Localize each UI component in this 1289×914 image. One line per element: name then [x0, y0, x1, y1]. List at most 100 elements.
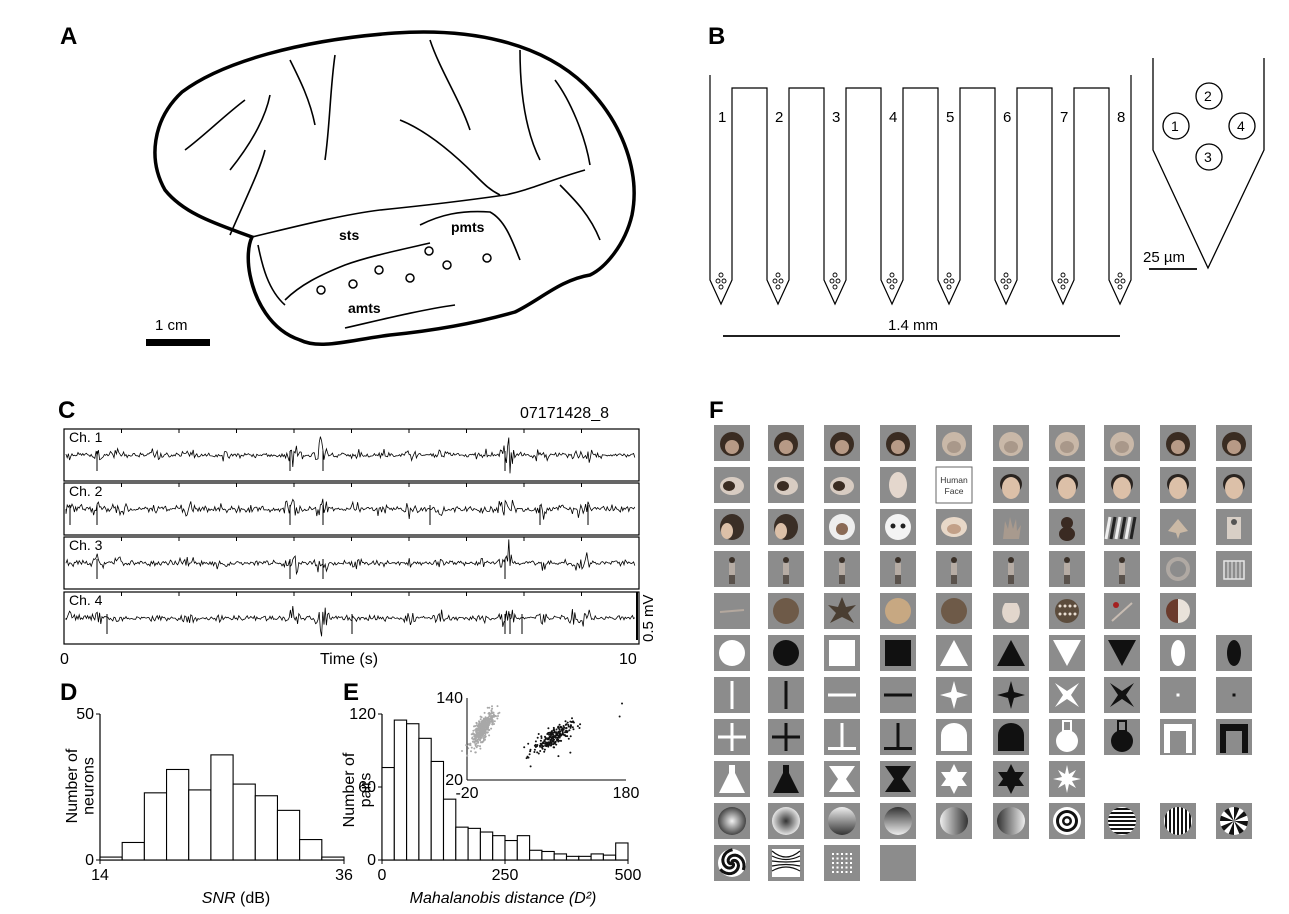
stimulus-grating-horiz: [1104, 803, 1140, 839]
panel-b: B 1 2 3 4 5 6 7 8 1.4 mm 1 2 4 3 25 µm: [708, 23, 1265, 337]
stimulus-monkey-face: [880, 425, 916, 461]
histogram-bar: [492, 835, 506, 861]
scatter-point: [497, 715, 499, 717]
stimulus-triangle-white: [936, 635, 972, 671]
hyper-bg: [772, 849, 800, 877]
d-ylabel: Number ofneurons: [64, 748, 98, 823]
shank-label: 7: [1060, 109, 1068, 126]
scatter-point: [571, 717, 573, 720]
face: [775, 523, 787, 539]
scatter-point: [479, 729, 482, 732]
shape: [1227, 640, 1241, 666]
scatter-point: [579, 723, 582, 726]
recording-id: 07171428_8: [520, 405, 609, 422]
histogram-bar: [381, 766, 395, 861]
shape: [772, 735, 800, 739]
stimulus-spiral: [714, 845, 750, 881]
face-detail: [779, 440, 793, 454]
scatter-point: [536, 736, 539, 739]
face: [1169, 477, 1187, 499]
scatter-point: [566, 721, 569, 724]
grid-dot: [850, 866, 852, 869]
scatter-point: [467, 743, 470, 746]
stimulus-circle-white: [714, 635, 750, 671]
scatter-point: [481, 724, 484, 726]
stimulus-star8-white: [1049, 761, 1085, 797]
grating-stripe: [1185, 807, 1187, 835]
shape: [1053, 765, 1081, 793]
torso: [1064, 563, 1070, 575]
scatter-point: [488, 711, 491, 714]
fruit-shape: [941, 598, 967, 624]
pinwheel-blade: [1234, 821, 1244, 834]
scatter-point: [480, 727, 483, 730]
scatter-point: [561, 730, 564, 733]
bear-body: [1059, 527, 1075, 541]
grating-stripe: [1173, 807, 1175, 835]
scatter-point: [475, 730, 478, 733]
cage-shape: [1223, 560, 1245, 580]
time-axis-max: 10: [619, 651, 637, 668]
tetrode-site: [1063, 278, 1069, 284]
tetrode-site: [718, 272, 724, 278]
scatter-point: [558, 732, 561, 735]
tetrode-label: 2: [1204, 88, 1212, 104]
stimulus-human-body: [1049, 551, 1085, 587]
scatter-point: [550, 730, 553, 733]
scatter-point: [548, 736, 551, 739]
panel-c-letter: C: [58, 397, 75, 424]
stimulus-human-face: [1160, 467, 1196, 503]
stimulus-human-body: [993, 551, 1029, 587]
histogram-bar: [418, 737, 432, 861]
grating: [1108, 808, 1136, 834]
grating-stripe: [1108, 824, 1136, 826]
stimulus-grad-radial-inv: [768, 803, 804, 839]
tetrode-label: 3: [1204, 149, 1212, 165]
scatter-point: [525, 757, 528, 760]
channel-label: Ch. 2: [69, 483, 103, 499]
head: [895, 557, 901, 563]
shape: [719, 640, 745, 666]
shape: [885, 766, 911, 792]
grid-dot: [841, 866, 843, 869]
time-axis-label: Time (s): [320, 651, 378, 668]
stimulus-background: [1216, 551, 1252, 587]
scatter-point: [467, 747, 470, 750]
x-tick-label: 250: [492, 867, 519, 884]
x-tick-label: 500: [615, 867, 642, 884]
scatter-point: [473, 747, 476, 750]
histogram-bar: [165, 768, 190, 861]
grid-dot: [836, 853, 839, 855]
shape: [784, 681, 788, 709]
scatter-point: [553, 738, 556, 741]
histogram-bar: [442, 798, 457, 861]
inset-y-tick-label: 20: [445, 772, 463, 789]
scatter-point: [544, 738, 547, 741]
face: [1058, 477, 1076, 499]
shape: [1220, 724, 1248, 753]
scatter-point: [490, 716, 492, 719]
scatter-point: [564, 720, 567, 723]
stimulus-human-body: [1104, 551, 1140, 587]
scatter-point: [540, 735, 543, 738]
stimulus-dot-white: [1160, 677, 1196, 713]
shape: [1232, 693, 1236, 697]
scatter-point: [491, 716, 494, 719]
shape: [997, 681, 1025, 709]
histogram-bar: [578, 855, 592, 861]
y-tick-label: 0: [367, 852, 376, 869]
stimulus-flask-white: [714, 761, 750, 797]
shank-label: 6: [1003, 109, 1011, 126]
doll-eye: [900, 523, 906, 529]
scatter-point: [482, 733, 484, 736]
scatter-point: [529, 750, 532, 753]
grating-stripe: [1181, 807, 1183, 835]
scatter-point: [546, 737, 549, 740]
scatter-point: [476, 738, 479, 741]
grating-stripe: [1189, 807, 1191, 835]
scatter-point: [552, 743, 555, 746]
scatter-point: [529, 748, 532, 751]
face: [1113, 477, 1131, 499]
histogram-bar: [467, 827, 481, 861]
